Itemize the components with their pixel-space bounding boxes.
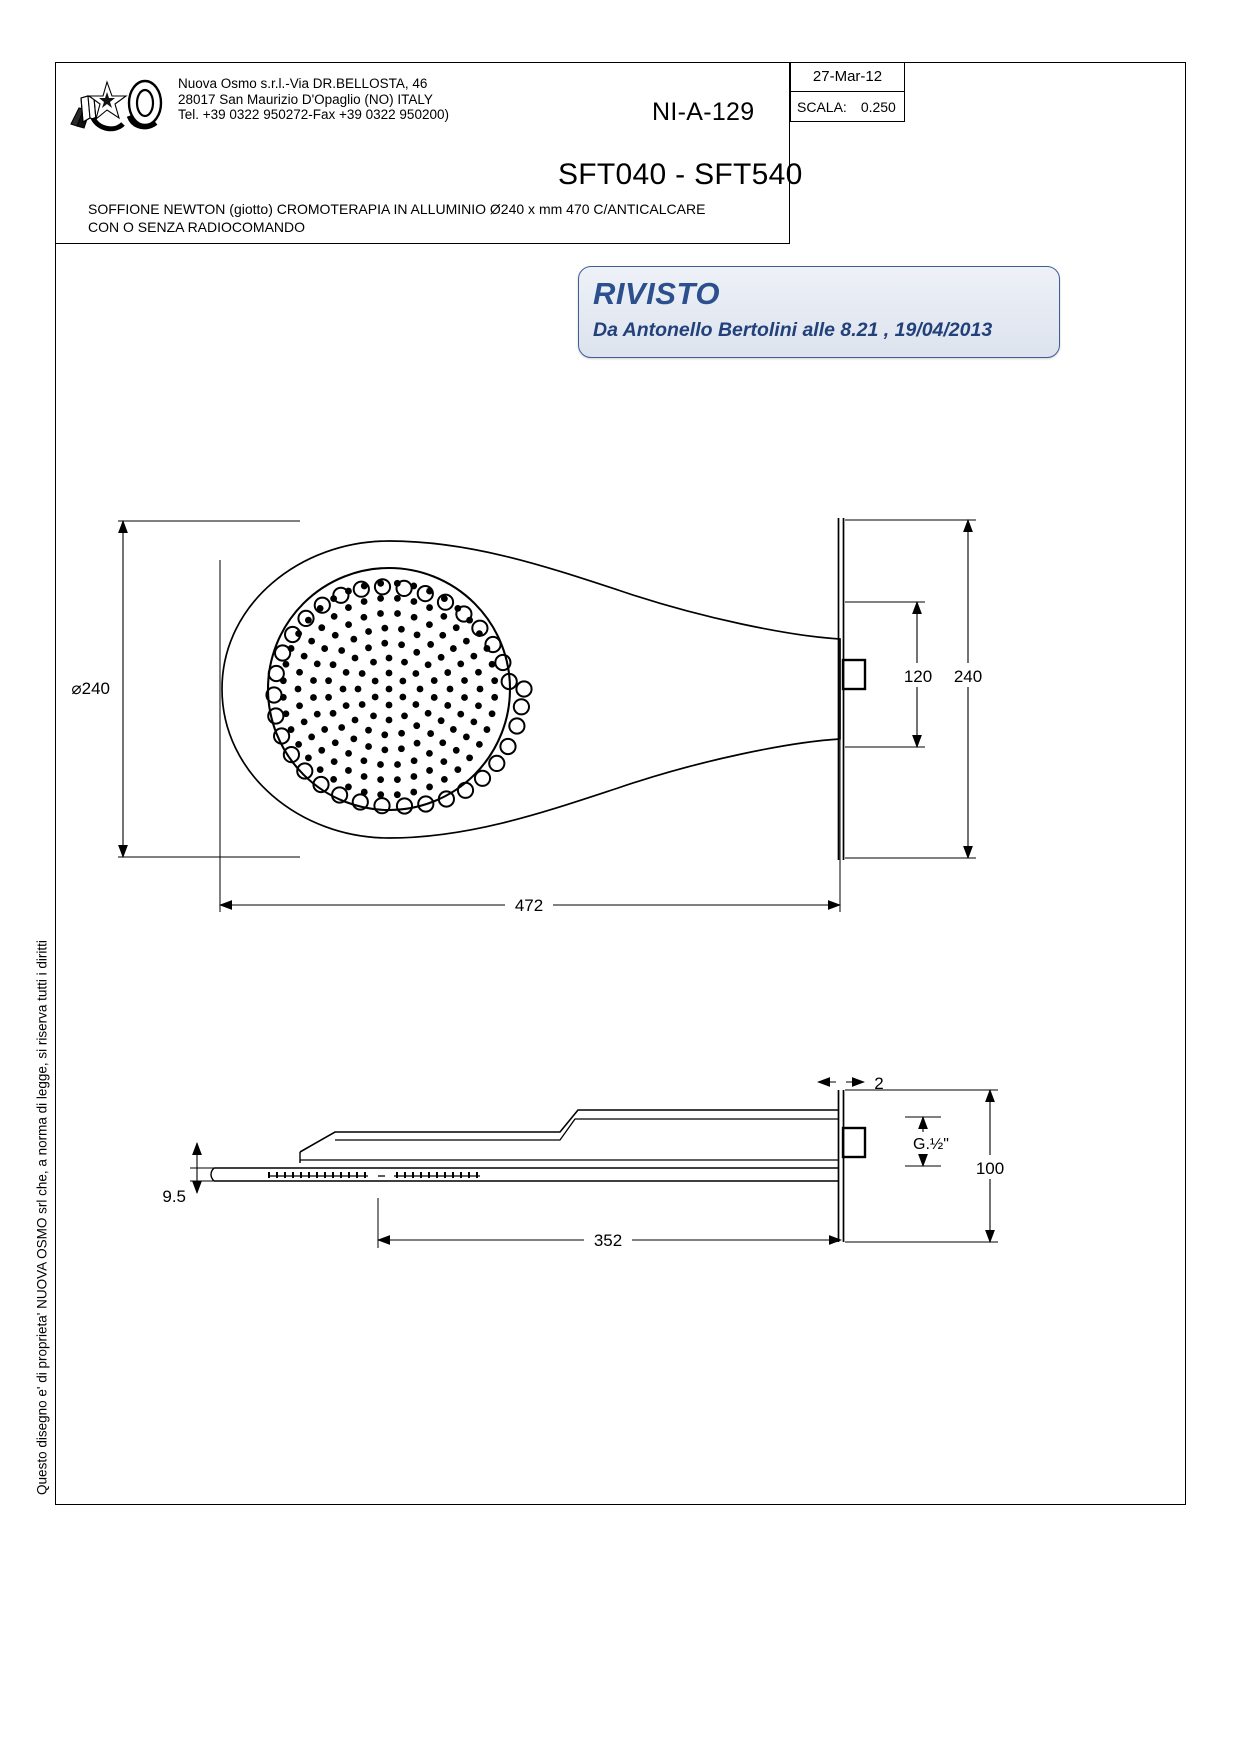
company-address: Nuova Osmo s.r.l.-Via DR.BELLOSTA, 46 28… bbox=[178, 76, 449, 123]
drawing-scale: SCALA: 0.250 bbox=[790, 92, 905, 122]
outlet-flange bbox=[841, 658, 867, 691]
product-description-line-2: CON O SENZA RADIOCOMANDO bbox=[88, 219, 306, 235]
dim-head-diameter-label: ⌀240 bbox=[71, 679, 110, 698]
company-address-line-1: Nuova Osmo s.r.l.-Via DR.BELLOSTA, 46 bbox=[178, 76, 428, 91]
title-block bbox=[55, 62, 790, 244]
dim-plate-half-height-label: 120 bbox=[904, 667, 932, 686]
dim-plate-thickness: 2 bbox=[816, 1074, 884, 1093]
dim-plate-width: 100 bbox=[845, 1088, 1012, 1244]
led-holes bbox=[265, 578, 533, 815]
head-body-outline bbox=[221, 540, 841, 839]
scale-label: SCALA: bbox=[797, 98, 847, 115]
nozzle-hatch-ticks bbox=[268, 1172, 478, 1178]
dim-arm-length: 352 bbox=[376, 1198, 843, 1252]
revision-stamp-title: RIVISTO bbox=[593, 276, 720, 311]
revision-stamp: RIVISTO Da Antonello Bertolini alle 8.21… bbox=[578, 266, 1060, 358]
scale-value: 0.250 bbox=[860, 98, 896, 115]
model-code: SFT040 - SFT540 bbox=[558, 158, 803, 191]
dim-arm-length-label: 352 bbox=[594, 1231, 622, 1250]
drawing-date: 27-Mar-12 bbox=[790, 62, 905, 92]
company-address-line-2: 28017 San Maurizio D'Opaglio (NO) ITALY bbox=[178, 91, 433, 107]
dim-plate-half-height: 120 bbox=[845, 600, 940, 749]
drawing-number: NI-A-129 bbox=[652, 98, 755, 126]
dim-overall-length-label: 472 bbox=[515, 896, 543, 915]
spray-nozzles bbox=[279, 579, 499, 799]
thread-connector bbox=[841, 1126, 867, 1159]
wall-plate-front bbox=[837, 518, 867, 860]
company-logo-icon bbox=[63, 78, 173, 140]
dim-plate-width-label: 100 bbox=[976, 1159, 1004, 1178]
front-view-shower-head bbox=[221, 540, 841, 839]
dim-head-thickness-label: 9.5 bbox=[162, 1187, 186, 1206]
dim-head-diameter: ⌀240 bbox=[71, 519, 300, 859]
sheet-border bbox=[55, 62, 1186, 1505]
arm-top-profile bbox=[299, 1109, 838, 1153]
arm-inner-profile bbox=[335, 1118, 838, 1141]
product-description: SOFFIONE NEWTON (giotto) CROMOTERAPIA IN… bbox=[88, 200, 705, 236]
revision-stamp-subtitle: Da Antonello Bertolini alle 8.21 , 19/04… bbox=[593, 319, 993, 341]
side-view-shower-head bbox=[210, 1090, 867, 1242]
product-description-line-1: SOFFIONE NEWTON (giotto) CROMOTERAPIA IN… bbox=[88, 201, 706, 217]
dim-thread-size: G.½" bbox=[900, 1115, 962, 1168]
dim-plate-height: 240 bbox=[845, 518, 990, 860]
company-address-line-3: Tel. +39 0322 950272-Fax +39 0322 950200… bbox=[178, 107, 449, 122]
dim-thread-size-label: G.½" bbox=[913, 1136, 949, 1153]
dim-plate-thickness-label: 2 bbox=[874, 1074, 883, 1093]
dim-overall-length: 472 bbox=[218, 560, 842, 917]
dim-head-thickness: 9.5 bbox=[162, 1141, 216, 1206]
dim-plate-height-label: 240 bbox=[954, 667, 982, 686]
